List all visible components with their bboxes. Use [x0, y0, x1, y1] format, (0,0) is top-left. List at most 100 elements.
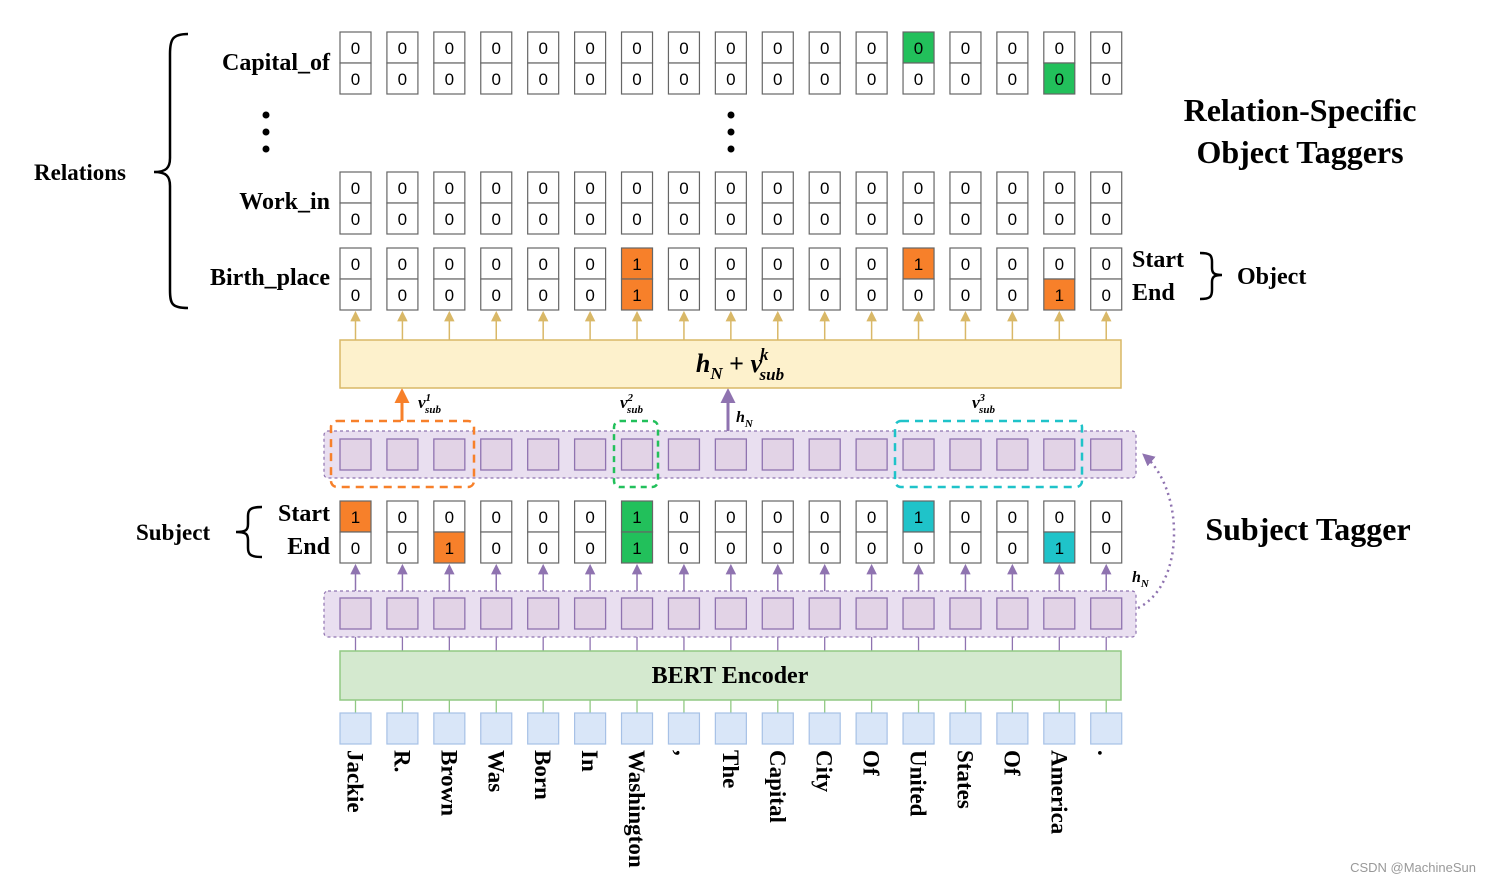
subject-end-value: 0 [820, 539, 829, 558]
work_in-start-value: 0 [632, 179, 641, 198]
work_in-end-cell [620, 202, 654, 235]
capital_of-end-value: 0 [445, 70, 454, 89]
token-word: The [718, 750, 743, 788]
birth_place-start-value: 0 [679, 255, 688, 274]
subject-end-cell [573, 531, 607, 564]
mid-hidden-cell [573, 438, 607, 471]
subject-start-cell [902, 500, 935, 533]
work_in-start-cell [949, 171, 982, 204]
birth_place-start-value: 0 [1101, 255, 1110, 274]
subject-end-cell [1043, 531, 1076, 564]
subject-start-value: 0 [726, 508, 735, 527]
token-word: United [906, 750, 931, 817]
work_in-start-value: 0 [1055, 179, 1064, 198]
relations-brace [153, 32, 189, 310]
birth_place-end-cell [996, 278, 1029, 311]
object-start-label: Start [1132, 247, 1184, 273]
subject-start-value: 0 [961, 508, 970, 527]
encoder-output-cell [433, 597, 466, 630]
capital_of-end-cell [808, 62, 841, 95]
work_in-end-cell [1043, 202, 1076, 235]
subject-start-value: 0 [679, 508, 688, 527]
capital_of-end-cell [620, 62, 654, 95]
birth_place-start-value: 0 [773, 255, 782, 274]
subject-end-value: 0 [961, 539, 970, 558]
work_in-start-value: 0 [867, 179, 876, 198]
subject-start-label: Start [278, 501, 330, 527]
token-embedding-box [714, 712, 747, 745]
work_in-start-value: 0 [351, 179, 360, 198]
token-word: Washington [624, 750, 649, 868]
encoder-output-cell [855, 597, 888, 630]
work_in-end-cell [714, 202, 747, 235]
birth_place-end-value: 0 [585, 286, 594, 305]
capital_of-start-value: 0 [867, 39, 876, 58]
token-embedding-box [808, 712, 841, 745]
subject-start-value: 0 [445, 508, 454, 527]
birth_place-end-value: 0 [445, 286, 454, 305]
subject-end-value: 0 [1008, 539, 1017, 558]
token-embedding-box [996, 712, 1029, 745]
capital_of-start-value: 0 [1101, 39, 1110, 58]
mid-hidden-cell [433, 438, 466, 471]
work_in-end-value: 0 [632, 210, 641, 229]
capital_of-end-value: 0 [1101, 70, 1110, 89]
encoder-output-cell [573, 597, 607, 630]
subject-end-cell [1090, 531, 1123, 564]
birth_place-start-value: 0 [820, 255, 829, 274]
mid-hidden-cell [902, 438, 935, 471]
birth_place-start-value: 0 [492, 255, 501, 274]
capital_of-end-value: 0 [726, 70, 735, 89]
bert-encoder-label: BERT Encoder [652, 663, 809, 689]
token-embedding-box [620, 712, 654, 745]
birth_place-start-cell [527, 247, 560, 280]
work_in-end-value: 0 [820, 210, 829, 229]
subject-start-cell [573, 500, 607, 533]
subject-end-cell [667, 531, 701, 564]
birth_place-end-cell [808, 278, 841, 311]
capital_of-end-value: 0 [351, 70, 360, 89]
subject-start-value: 0 [1101, 508, 1110, 527]
subject-start-value: 0 [492, 508, 501, 527]
subject-end-value: 0 [538, 539, 547, 558]
mid-hidden-cell [761, 438, 794, 471]
birth_place-start-cell [949, 247, 982, 280]
capital_of-end-value: 0 [820, 70, 829, 89]
encoder-output-cell [527, 597, 560, 630]
work_in-start-value: 0 [398, 179, 407, 198]
capital_of-start-value: 0 [773, 39, 782, 58]
subject-start-cell [761, 500, 794, 533]
ellipsis-dot [262, 111, 270, 119]
birth_place-end-value: 0 [726, 286, 735, 305]
object-taggers-title-line2: Object Taggers [1196, 134, 1403, 170]
capital_of-end-cell [339, 62, 372, 95]
mid-hidden-cell [667, 438, 701, 471]
work_in-start-cell [1043, 171, 1076, 204]
capital_of-start-value: 0 [679, 39, 688, 58]
capital_of-start-cell [996, 31, 1029, 64]
mid-hidden-cell [620, 438, 654, 471]
subject-span-box-3 [893, 419, 1084, 489]
work_in-start-cell [527, 171, 560, 204]
capital_of-start-cell [1043, 31, 1076, 64]
birth_place-end-value: 0 [773, 286, 782, 305]
birth_place-start-cell [714, 247, 747, 280]
subject-end-cell [714, 531, 747, 564]
work_in-end-cell [949, 202, 982, 235]
token-embedding-box [1043, 712, 1076, 745]
birth_place-start-value: 0 [445, 255, 454, 274]
token-word: Brown [436, 750, 461, 816]
birth_place-end-value: 0 [351, 286, 360, 305]
work_in-end-value: 0 [726, 210, 735, 229]
birth_place-end-value: 1 [1055, 286, 1064, 305]
mid-hidden-cell [996, 438, 1029, 471]
token-embedding-box [480, 712, 513, 745]
work_in-end-value: 0 [773, 210, 782, 229]
encoder-output-cell [996, 597, 1029, 630]
birth_place-end-cell [573, 278, 607, 311]
capital_of-end-cell [714, 62, 747, 95]
work_in-end-value: 0 [1008, 210, 1017, 229]
work_in-end-cell [667, 202, 701, 235]
capital_of-end-value: 0 [867, 70, 876, 89]
